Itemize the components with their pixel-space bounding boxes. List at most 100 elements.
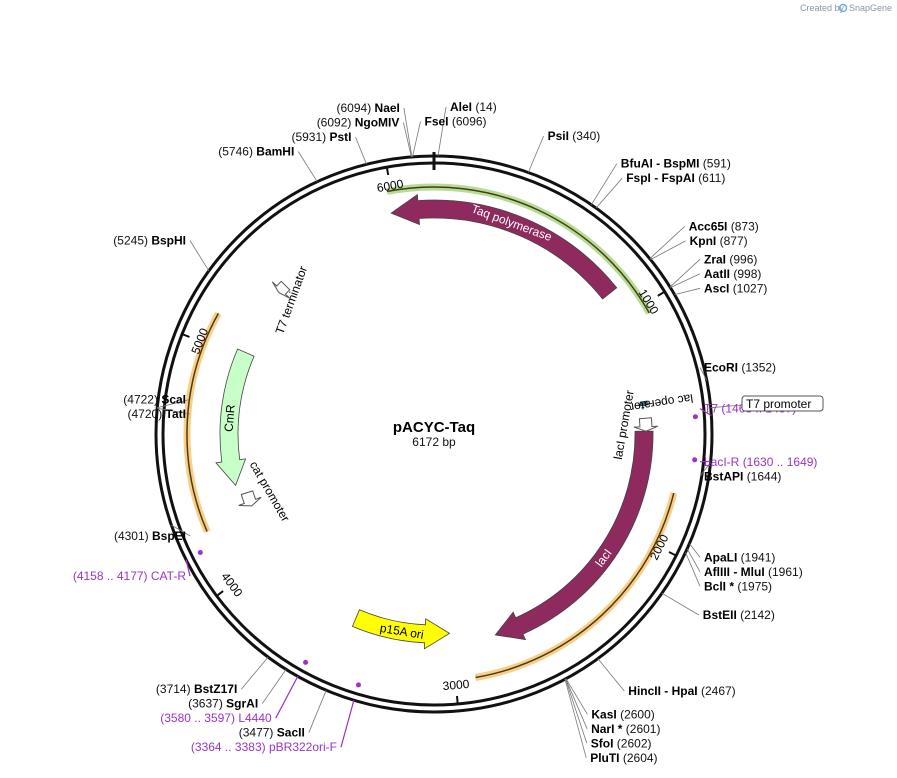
site-name: PsiI [548, 129, 573, 143]
site-name: PstI [329, 130, 351, 144]
site-position: (1027) [733, 281, 768, 295]
site-position: (4722) [123, 393, 161, 407]
site-name: TatI [166, 407, 186, 421]
site-leader-ngomiv [403, 122, 412, 157]
site-position: (877) [720, 234, 748, 248]
site-label-pluti: PluTI (2604) [590, 751, 657, 765]
primer-range: (3580 .. 3597) [160, 711, 238, 725]
primer-label-cat-r: (4158 .. 4177) CAT-R [73, 569, 187, 583]
site-leader-fsei [412, 121, 421, 157]
site-label-bsteii: BstEII (2142) [703, 608, 775, 622]
primer-leader-l4440 [275, 676, 299, 719]
site-label-fsei: FseI (6096) [425, 115, 487, 129]
site-name: AatII [704, 267, 733, 281]
site-position: (340) [572, 129, 600, 143]
site-leader-bsphi [189, 240, 210, 272]
primer-mark-cat-r [197, 550, 203, 555]
site-name: AleI [450, 100, 475, 114]
snapgene-brand: SnapGene [849, 3, 892, 13]
site-label-ecori: EcoRI (1352) [704, 361, 776, 375]
site-position: (3477) [239, 726, 277, 740]
primer-leader-pbr322ori-f [340, 700, 355, 748]
feature-laci [494, 430, 654, 641]
site-label-bfuai-bspmi: BfuAI - BspMI (591) [621, 157, 731, 171]
site-leader-naei [403, 107, 413, 157]
site-name: PluTI [590, 751, 623, 765]
site-name: FspI - FspAI [626, 171, 698, 185]
primer-name: LacI-R [704, 455, 743, 469]
site-name: BstEII [703, 608, 740, 622]
site-position: (1941) [741, 550, 776, 564]
ruler-label-4000: 4000 [218, 570, 245, 600]
site-leader-asci [674, 287, 701, 295]
site-label-bsphi: (5245) BspHI [113, 234, 186, 248]
site-leader-bsteii [661, 592, 700, 616]
primer-name: L4440 [238, 711, 272, 725]
primer-range: (4158 .. 4177) [73, 569, 151, 583]
outer-arc-line-1 [475, 492, 675, 679]
feature-cmr [215, 348, 255, 487]
site-label-asci: AscI (1027) [704, 281, 767, 295]
site-name: FseI [425, 115, 452, 129]
site-label-bstapi: BstAPI (1644) [704, 469, 781, 483]
site-leader-bfuai-bspmi [590, 163, 618, 206]
site-name: AflIII - MluI [704, 565, 768, 579]
site-leader-nari- [565, 678, 588, 729]
ruler-label-2000: 2000 [647, 532, 672, 562]
site-name: BamHI [256, 145, 294, 159]
site-leader-aatii [670, 273, 701, 288]
site-name: BfuAI - BspMI [621, 157, 703, 171]
ruler-tick [216, 590, 224, 597]
site-position: (14) [475, 100, 496, 114]
outer-arc-line-2 [186, 313, 220, 532]
site-name: ApaLI [704, 550, 741, 564]
feature-label-cmr: CmR [222, 404, 238, 433]
site-name: BstAPI [704, 469, 747, 483]
site-leader-kpni [650, 240, 686, 260]
primer-label-l4440: (3580 .. 3597) L4440 [160, 711, 272, 725]
site-leader-pluti [564, 679, 587, 758]
feature-cat-promoter [238, 490, 262, 507]
site-label-tati: (4720) TatI [128, 407, 186, 421]
primer-name: pBR322ori-F [269, 740, 337, 754]
feature-label-cat-promoter: cat promoter [247, 459, 293, 524]
site-label-bstz17i: (3714) BstZ17I [156, 682, 237, 696]
site-leader-bspei [171, 524, 191, 537]
site-leader-zrai [669, 259, 701, 288]
ruler-label-6000: 6000 [376, 177, 405, 195]
site-leader-fspi-fspai [595, 177, 623, 209]
site-position: (2467) [701, 684, 736, 698]
feature-p15a-ori [351, 609, 451, 650]
ruler-tick [456, 695, 459, 705]
site-position: (1644) [747, 469, 782, 483]
site-name: HincII - HpaI [628, 684, 701, 698]
watermark-text: Created by [800, 3, 845, 13]
primer-range: (1630 .. 1649) [743, 455, 818, 469]
site-name: EcoRI [704, 361, 741, 375]
site-leader-bstz17i [240, 656, 269, 690]
site-label-alei: AleI (14) [450, 100, 497, 114]
site-position: (2600) [620, 707, 655, 721]
ruler-label-3000: 3000 [442, 677, 470, 693]
site-position: (611) [698, 171, 725, 185]
site-position: (2601) [626, 722, 661, 736]
site-name: BclI * [704, 579, 737, 593]
site-position: (591) [703, 157, 731, 171]
plasmid-size: 6172 bp [412, 435, 456, 449]
site-leader-bcli- [685, 552, 701, 587]
site-name: KasI [591, 707, 620, 721]
site-name: NaeI [375, 101, 400, 115]
site-label-nari-: NarI * (2601) [591, 722, 660, 736]
site-position: (873) [731, 219, 759, 233]
primer-range: (3364 .. 3383) [191, 740, 269, 754]
site-position: (2602) [617, 736, 652, 750]
primer-name: CAT-R [151, 569, 186, 583]
site-name: Acc65I [689, 219, 731, 233]
site-name: ZraI [704, 252, 729, 266]
site-label-psti: (5931) PstI [291, 130, 351, 144]
site-name: SfoI [591, 736, 617, 750]
site-name: BspEI [152, 529, 186, 543]
primer-mark-l4440 [303, 659, 309, 665]
t7-promoter-box [741, 395, 824, 412]
